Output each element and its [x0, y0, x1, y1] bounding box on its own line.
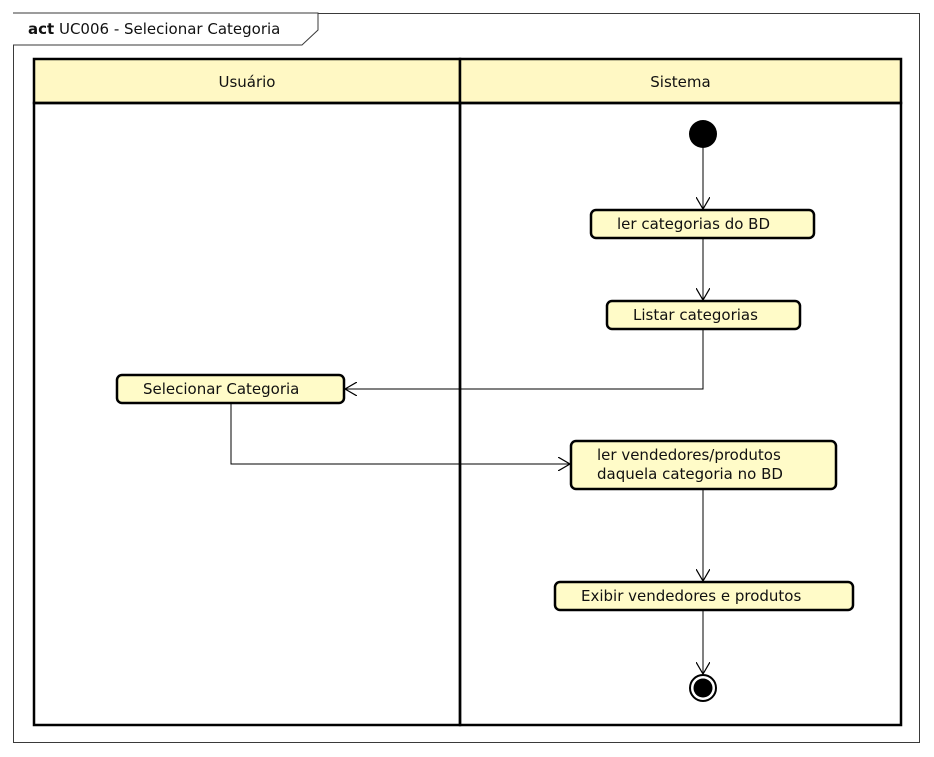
- action-label-ler-vendedores-line1: ler vendedores/produtos: [597, 446, 781, 464]
- frame-title-text: UC006 - Selecionar Categoria: [58, 20, 281, 38]
- lane-usuario: [32, 101, 462, 727]
- initial-node: [689, 120, 717, 148]
- frame-tab: [13, 12, 319, 46]
- action-label-selecionar-categoria: Selecionar Categoria: [143, 380, 300, 398]
- lane-sistema: [458, 101, 903, 727]
- lane-header-usuario: [32, 57, 462, 105]
- lane-label-usuario: Usuário: [218, 73, 276, 91]
- frame-keyword: act: [28, 20, 55, 38]
- action-label-exibir: Exibir vendedores e produtos: [581, 587, 802, 605]
- diagram-frame: [13, 13, 920, 743]
- final-node-core: [693, 678, 713, 698]
- action-label-listar-categorias: Listar categorias: [633, 306, 758, 324]
- flow-listar-to-selecionar: [345, 329, 704, 389]
- frame-title: act UC006 - Selecionar Categoria: [28, 20, 280, 38]
- action-label-ler-vendedores-line2: daquela categoria no BD: [597, 465, 783, 483]
- action-label-ler-categorias: ler categorias do BD: [617, 215, 770, 233]
- lane-label-sistema: Sistema: [650, 73, 711, 91]
- flow-selecionar-to-ler-vendedores: [230, 403, 570, 464]
